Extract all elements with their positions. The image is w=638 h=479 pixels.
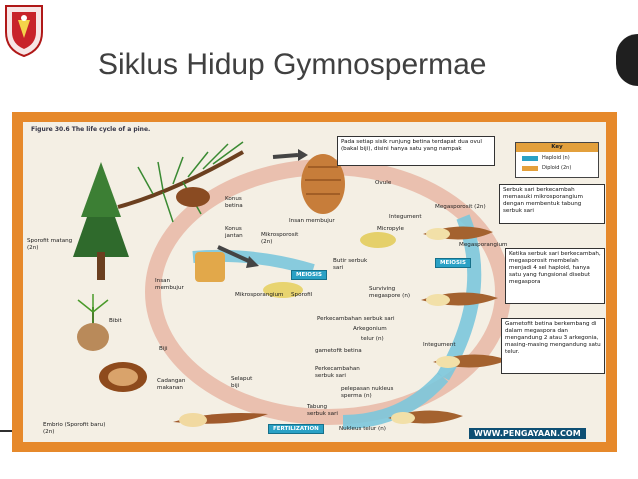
- info-box-megaspore: Ketika serbuk sari berkecambah, megaspor…: [505, 248, 605, 304]
- divider: [0, 430, 12, 432]
- label-mikrosporosit: Mikrosporosit (2n): [261, 232, 299, 245]
- pine-branch: [117, 150, 244, 209]
- label-perkecambahan-2: Perkecambahan serbuk sari: [315, 366, 360, 379]
- label-sporofil: Sporofil: [291, 292, 313, 298]
- legend-title: Key: [516, 143, 598, 152]
- seedling-soil: [77, 323, 109, 351]
- label-biji: Biji: [159, 346, 168, 352]
- label-insan-membujur-top: Insan membujur: [289, 218, 335, 224]
- stage-meiosis-right: MEIOSIS: [435, 258, 471, 268]
- pollen-cluster: [360, 232, 396, 248]
- legend-row-diploid: Diploid (2n): [522, 165, 571, 171]
- pine-tree-trunk: [97, 252, 105, 280]
- slide-title: Siklus Hidup Gymnospermae: [98, 48, 487, 81]
- label-tabung-serbuk-sari: Tabung serbuk sari: [307, 404, 338, 417]
- decorative-side-tab: [616, 34, 638, 86]
- label-cadangan-makanan: Cadangan makanan: [157, 378, 186, 391]
- watermark: WWW.PENGAYAAN.COM: [469, 428, 586, 439]
- label-butir-serbuk-sari: Butir serbuk sari: [333, 258, 368, 271]
- male-cone: [195, 252, 225, 282]
- label-nukleus-telur: Nukleus telur (n): [339, 426, 386, 432]
- label-ovule: Ovule: [375, 180, 392, 186]
- label-konus-betina: Konus betina: [225, 196, 243, 209]
- label-bibit: Bibit: [109, 318, 122, 324]
- legend-haploid-label: Haploid (n): [542, 155, 570, 161]
- label-integument: Integument: [389, 214, 422, 220]
- label-integument-2: Integument: [423, 342, 456, 348]
- haploid-swatch: [522, 155, 538, 161]
- label-perkecambahan-1: Perkecambahan serbuk sari: [317, 316, 395, 322]
- life-cycle-figure: Figure 30.6 The life cycle of a pine. Ke…: [12, 112, 617, 452]
- label-micropyle: Micropyle: [377, 226, 404, 232]
- ovulate-cone: [301, 154, 345, 214]
- label-surviving-megaspore: Surviving megaspore (n): [369, 286, 411, 299]
- legend-diploid-label: Diploid (2n): [542, 165, 572, 171]
- stage-fertilization: FERTILIZATION: [268, 424, 324, 434]
- diploid-swatch: [522, 165, 538, 171]
- figure-canvas: Figure 30.6 The life cycle of a pine. Ke…: [23, 122, 606, 442]
- label-megasporosit: Megasporosit (2n): [435, 204, 486, 210]
- arrow: [217, 245, 252, 264]
- haploid-arc-lower: [342, 372, 449, 429]
- info-box-ovule: Pada setiap sisik runjung betina terdapa…: [337, 136, 495, 166]
- info-box-pollen: Serbuk sari berkecambah memasuki mikrosp…: [499, 184, 605, 224]
- legend-key: Key Haploid (n) Diploid (2n): [515, 142, 599, 178]
- label-telur-1: telur (n): [361, 336, 384, 342]
- label-konus-jantan: Konus jantan: [225, 226, 243, 239]
- label-sporofit-matang: Sporofit matang (2n): [27, 238, 73, 251]
- life-cycle-diagram: [73, 141, 511, 429]
- figure-caption: Figure 30.6 The life cycle of a pine.: [31, 126, 151, 133]
- label-insan-membujur-left: Insan membujur: [155, 278, 184, 291]
- info-box-gametophyte: Gametofit betina berkembang di dalam meg…: [501, 318, 605, 374]
- arrow: [272, 153, 299, 159]
- female-cone: [176, 187, 210, 207]
- label-gametofit-betina: gametofit betina: [315, 348, 362, 354]
- label-selaput-biji: Selaput biji: [231, 376, 253, 389]
- label-mikrosporangium: Mikrosporangium: [235, 292, 284, 298]
- legend-row-haploid: Haploid (n): [522, 155, 570, 161]
- label-megasporangium: Megasporangium: [459, 242, 508, 248]
- label-arkegonium: Arkegonium: [353, 326, 387, 332]
- label-embrio: Embrio (Sporofit baru) (2n): [43, 422, 106, 435]
- university-logo: [2, 2, 46, 58]
- arrow-head: [298, 149, 308, 161]
- arrow-head: [246, 256, 259, 268]
- microsporangium: [263, 282, 303, 298]
- label-pelepasan-nukleus: pelepasan nukleus sperma (n): [341, 386, 394, 399]
- stage-meiosis-left: MEIOSIS: [291, 270, 327, 280]
